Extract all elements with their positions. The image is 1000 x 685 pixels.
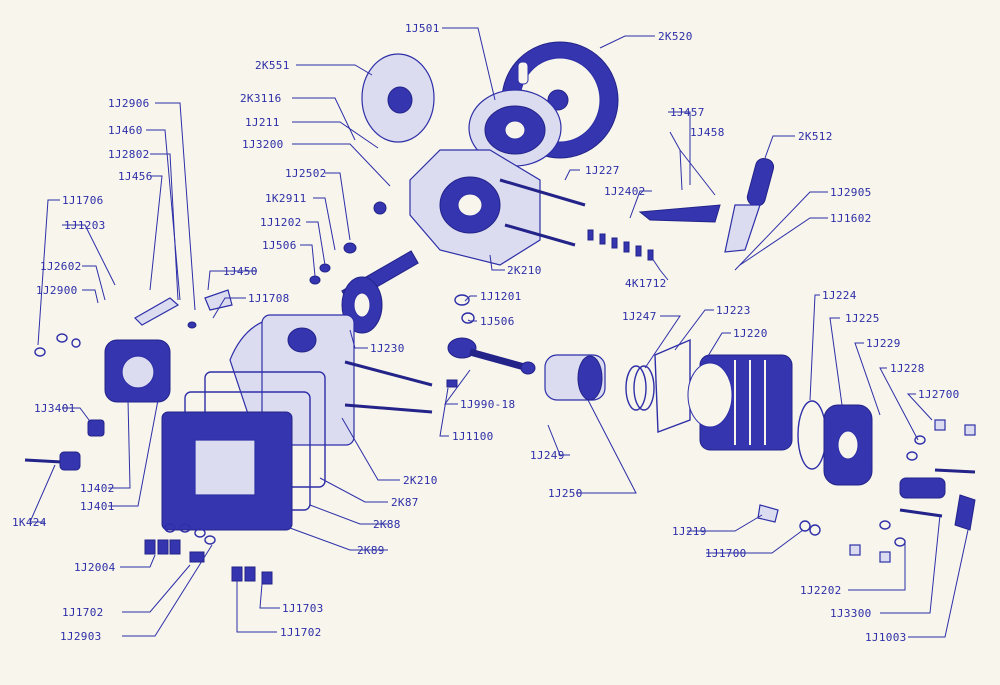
washer-1j1202 (319, 263, 331, 273)
label-1j2502: 1J2502 (285, 167, 327, 180)
washer-1j3200 (373, 201, 387, 215)
label-1j1700: 1J1700 (705, 547, 747, 560)
label-1j1100: 1J1100 (452, 430, 494, 443)
label-1j1708: 1J1708 (248, 292, 290, 305)
connecting-rod (447, 337, 536, 375)
nut-1j2502 (343, 242, 357, 254)
label-1j247: 1J247 (622, 310, 657, 323)
label-2k512: 2K512 (798, 130, 833, 143)
label-1k424: 1K424 (12, 516, 47, 529)
label-1j2700: 1J2700 (918, 388, 960, 401)
label-1j501: 1J501 (405, 22, 440, 35)
screws-row (587, 229, 654, 261)
leader-lines (29, 27, 969, 638)
throttle-bar (638, 204, 721, 223)
gasket-1j506 (461, 312, 475, 324)
label-2k88: 2K88 (373, 518, 401, 531)
small-parts-left (34, 289, 233, 357)
label-1j1201: 1J1201 (480, 290, 522, 303)
label-1j2900: 1J2900 (36, 284, 78, 297)
label-1j401: 1J401 (80, 500, 115, 513)
piston (544, 354, 606, 401)
label-1j211: 1J211 (245, 116, 280, 129)
label-1j2004: 1J2004 (74, 561, 116, 574)
piston-rings (625, 365, 655, 411)
label-1j457: 1J457 (670, 106, 705, 119)
head-gasket (797, 400, 827, 470)
label-1j1706: 1J1706 (62, 194, 104, 207)
pin-1j1100 (446, 379, 458, 388)
label-1j1702-b: 1J1702 (280, 626, 322, 639)
label-1j3401: 1J3401 (34, 402, 76, 415)
label-1j2202: 1J2202 (800, 584, 842, 597)
label-1j1702-a: 1J1702 (62, 606, 104, 619)
gasket-1j1201 (454, 294, 470, 306)
part-labels: 1J501 2K520 2K551 2K3116 1J211 1J3200 1J… (12, 22, 960, 644)
label-1j990-18: 1J990-18 (460, 398, 515, 411)
cylinder-gasket (654, 338, 691, 433)
label-1k2911: 1K2911 (265, 192, 307, 205)
stud-b (344, 403, 433, 414)
label-1j223: 1J223 (716, 304, 751, 317)
crankcase (229, 314, 355, 446)
label-1j450: 1J450 (223, 265, 258, 278)
label-4k1712: 4K1712 (625, 277, 667, 290)
control-lever (724, 157, 775, 253)
brake-shoe-assembly (468, 89, 562, 167)
label-1j2905: 1J2905 (830, 186, 872, 199)
magneto (104, 339, 171, 403)
label-1j506-a: 1J506 (262, 239, 297, 252)
label-1j250: 1J250 (548, 487, 583, 500)
label-1j3200: 1J3200 (242, 138, 284, 151)
label-1j227: 1J227 (585, 164, 620, 177)
side-cover-stack (161, 371, 326, 531)
label-1j458: 1J458 (690, 126, 725, 139)
label-1j225: 1J225 (845, 312, 880, 325)
label-1j249: 1J249 (530, 449, 565, 462)
label-1j2602: 1J2602 (40, 260, 82, 273)
label-2k210-a: 2K210 (507, 264, 542, 277)
crankshaft (341, 250, 419, 334)
label-1j219: 1J219 (672, 525, 707, 538)
label-2k87: 2K87 (391, 496, 419, 509)
spark-plug-cable (24, 451, 81, 471)
label-1j2802: 1J2802 (108, 148, 150, 161)
label-1j402: 1J402 (80, 482, 115, 495)
backing-plate (361, 53, 435, 143)
label-1j2903: 1J2903 (60, 630, 102, 643)
label-2k3116: 2K3116 (240, 92, 282, 105)
label-2k89: 2K89 (357, 544, 385, 557)
label-1j1703: 1J1703 (282, 602, 324, 615)
label-1j224: 1J224 (822, 289, 857, 302)
label-1j460: 1J460 (108, 124, 143, 137)
label-1j2906: 1J2906 (108, 97, 150, 110)
label-2k520: 2K520 (658, 30, 693, 43)
label-1j506-b: 1J506 (480, 315, 515, 328)
label-1j230: 1J230 (370, 342, 405, 355)
upper-housing (409, 149, 541, 266)
label-1j220: 1J220 (733, 327, 768, 340)
cylinder (687, 354, 793, 451)
small-parts-right (757, 419, 976, 563)
label-1j229: 1J229 (866, 337, 901, 350)
label-1j3300: 1J3300 (830, 607, 872, 620)
stud-lower (504, 223, 576, 247)
stud-a (344, 360, 433, 387)
label-1j1602: 1J1602 (830, 212, 872, 225)
label-2k210-b: 2K210 (403, 474, 438, 487)
label-2k551: 2K551 (255, 59, 290, 72)
label-1j1202: 1J1202 (260, 216, 302, 229)
stud-upper (499, 178, 586, 207)
bolts-bottom (144, 523, 273, 585)
label-1j228: 1J228 (890, 362, 925, 375)
label-1j456: 1J456 (118, 170, 153, 183)
label-1j2402: 1J2402 (604, 185, 646, 198)
cylinder-head (823, 404, 873, 486)
washer-1j506 (309, 275, 321, 285)
label-1j1003: 1J1003 (865, 631, 907, 644)
label-1j1203: 1J1203 (64, 219, 106, 232)
